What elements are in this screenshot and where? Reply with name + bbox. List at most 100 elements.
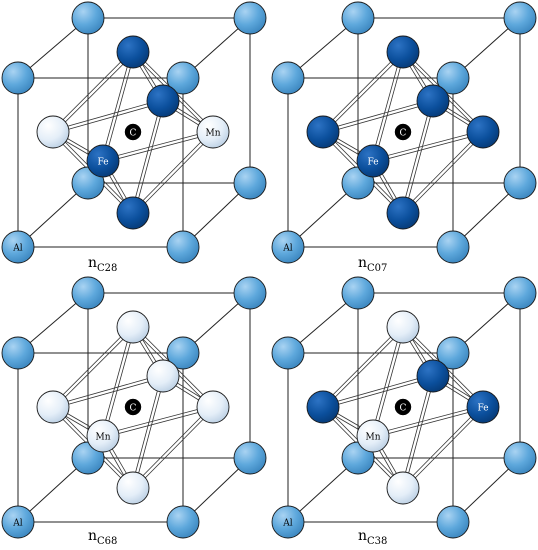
al-atom [166,230,200,264]
carbon-atom-label: C [130,128,137,138]
octahedron-bond [372,405,483,435]
al-atom [436,336,470,370]
mn-atom [196,390,230,424]
carbon-atom [394,123,412,141]
octahedron-bond [374,327,405,437]
mn-atom [116,310,150,344]
panel-label-3: nC68 [88,528,118,547]
fe-atom [466,115,500,149]
octahedron-bond [323,327,405,409]
al-atom [71,1,105,35]
octahedron-bond [401,375,432,488]
al-atom [503,441,537,475]
octahedron-bond [52,99,163,131]
al-atom [166,336,200,370]
mn-atom [196,115,230,149]
octahedron-bond [323,102,434,134]
octahedron-bond [403,132,485,215]
al-atom [271,336,305,370]
octahedron-bond [52,374,163,406]
octahedron-bond [131,130,213,213]
fe-atom [116,196,150,230]
mn-atom-label: Mn [205,129,220,139]
octahedron-bond [101,51,132,161]
octahedron-bond [322,99,433,131]
al-atom [503,1,537,35]
mn-atom [386,310,420,344]
al-atom [233,441,267,475]
al-atom [436,230,470,264]
al-atom [233,1,267,35]
octahedron-bond [321,50,403,132]
octahedron-bond [371,326,402,436]
octahedron-bond [53,377,164,409]
panel-label-1: nC28 [88,255,118,274]
panel-label-2: nC07 [358,255,388,274]
al-atom-label: Al [12,519,22,529]
al-atom [271,61,305,95]
octahedron-bond [373,408,484,438]
octahedron-bond [134,376,165,489]
mn-atom [116,471,150,505]
octahedron-bond [401,100,432,213]
octahedron-bond [51,325,133,407]
mn-atom [146,359,180,393]
octahedron-bond [322,374,433,406]
fe-atom [86,144,120,178]
mn-atom [36,390,70,424]
octahedron-bond [53,327,135,409]
al-atom [341,1,375,35]
fe-atom [386,35,420,69]
octahedron-bond [53,52,135,134]
octahedron-bond [103,408,214,438]
octahedron-bond [403,407,485,490]
al-atom [71,276,105,310]
fe-atom-label: Fe [97,158,108,168]
octahedron-bond [131,375,162,488]
mn-atom [36,115,70,149]
al-atom [166,505,200,539]
al-atom [503,166,537,200]
al-atom [1,336,35,370]
carbon-atom-label: C [130,403,137,413]
carbon-atom-label: C [400,403,407,413]
octahedron-bond [372,130,483,160]
octahedron-bond [131,100,162,213]
mn-atom-label: Mn [365,433,380,443]
octahedron-bond [131,405,213,488]
mn-atom [356,419,390,453]
octahedron-bond [401,130,483,213]
fe-atom [306,390,340,424]
octahedron-bond [102,405,213,435]
al-atom [233,166,267,200]
al-atom [271,230,305,264]
octahedron-bond [401,405,483,488]
octahedron-bond [323,52,405,134]
al-atom [341,276,375,310]
octahedron-bond [321,325,403,407]
octahedron-bond [103,133,214,163]
al-atom [1,230,35,264]
octahedron-bond [323,377,434,409]
fe-atom-label: Fe [367,158,378,168]
octahedron-bond [371,51,402,161]
al-atom [436,61,470,95]
al-atom [271,505,305,539]
carbon-atom [124,123,142,141]
fe-atom [416,359,450,393]
mn-atom-label: Mn [95,433,110,443]
octahedron-bond [104,327,135,437]
al-atom [436,505,470,539]
octahedron-bond [104,52,135,162]
mn-atom [86,419,120,453]
al-atom-label: Al [12,244,22,254]
al-atom-label: Al [282,244,292,254]
al-atom [503,276,537,310]
fe-atom [116,35,150,69]
fe-atom [386,196,420,230]
